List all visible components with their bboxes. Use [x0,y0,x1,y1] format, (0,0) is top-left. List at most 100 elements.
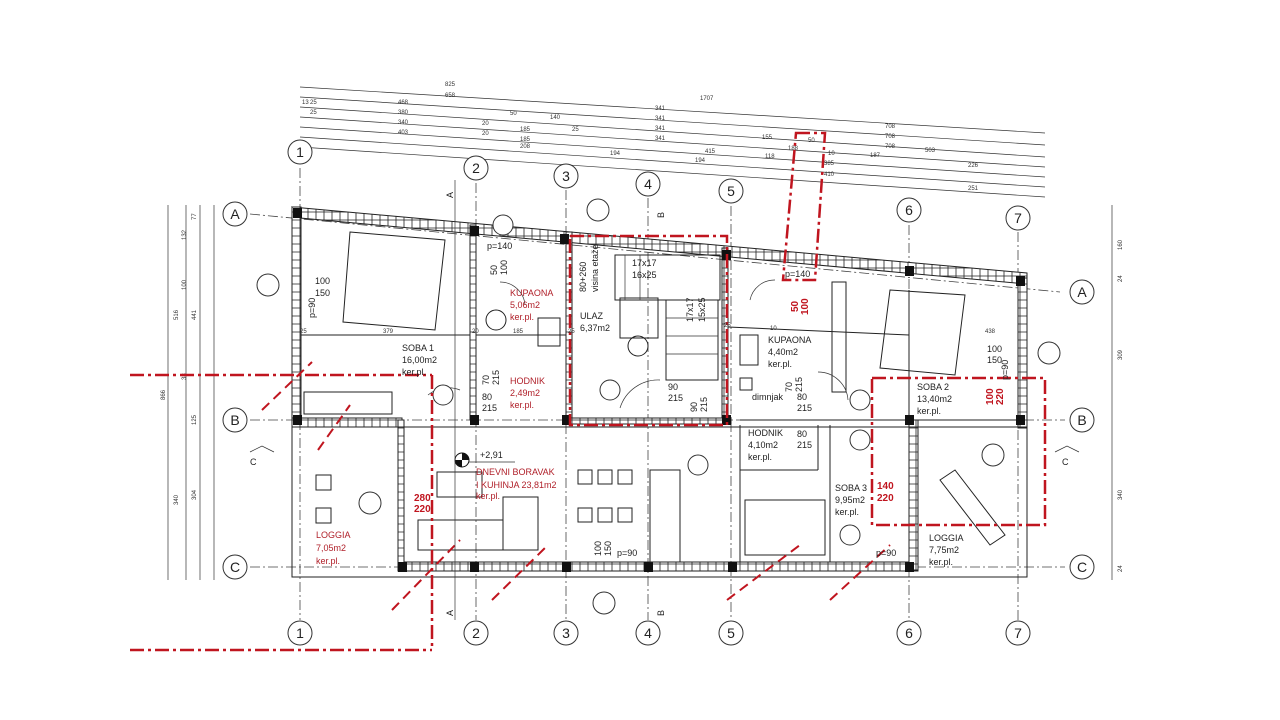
stair-label: 17x17 [632,258,657,268]
plan-drawing-mark [299,136,1046,188]
dim-label: 304 [192,489,198,500]
dim-label: 50 [808,138,815,144]
dim-label: 77 [192,213,198,220]
bathtub-icon [739,334,759,366]
plan-label: 90 [689,402,699,412]
plan-drawing-mark [908,419,919,571]
plan-label: 150 [315,288,330,298]
dim-label: 503 [925,148,936,154]
plan-label: A [1077,284,1087,300]
plan-drawing-mark [635,620,661,646]
plan-drawing-mark [577,469,593,485]
dim-label: 380 [398,110,409,116]
dim-label: 341 [655,106,666,112]
plan-label: 3 [562,168,570,184]
furniture [303,231,1006,563]
axis-6-top: 6 [896,197,922,223]
dim-label: 140 [550,115,561,121]
dim-label: 415 [705,149,716,155]
stair-label: 17x17 [685,297,695,322]
plan-drawing-mark [398,562,407,572]
plan-label: 4,10m2 [748,440,778,450]
dim-label: 20 [482,121,489,127]
plan-drawing-mark [1005,205,1031,231]
dim-label: 516 [174,309,180,320]
plan-drawing-mark [299,126,1046,178]
plan-label: 379 [383,329,394,335]
plan-label: ker.pl. [917,406,941,416]
dim-label: 24 [1118,565,1124,572]
floor-height-label: 80+260 [578,262,588,292]
dim-label: 185 [520,137,531,143]
top-dimension-lines [299,86,1046,198]
dim-label: 20 [482,131,489,137]
plan-label: I KUHINJA 23,81m2 [476,480,557,490]
plan-drawing-mark [565,417,732,425]
plan-drawing-mark [491,544,549,601]
stair-red-box [568,234,729,427]
plan-label: 50 [489,265,499,275]
dim-label: 658 [445,93,456,99]
plan-drawing-mark [577,507,593,523]
plan-drawing-mark [597,507,613,523]
section-C-left: C [250,457,257,467]
plan-label: p=140 [785,269,810,279]
chimney-label: dimnjak [752,392,784,402]
plan-drawing-mark [553,163,579,189]
plan-drawing-mark [470,562,479,572]
plan-label: 215 [668,393,683,403]
dim-label: 708 [885,124,896,130]
dim-label: 25 [310,100,317,106]
inner-dimensions: 379 185 438 25 25 20 25 10 [300,323,996,335]
plan-label: 220 [414,504,431,515]
kitchen-counter-icon [649,469,681,563]
plan-label: 100 [315,276,330,286]
plan-label: SOBA 1 [402,343,434,353]
plan-drawing-mark [905,562,914,572]
dim-label: 185 [520,127,531,133]
plan-label: LOGGIA [316,530,351,540]
plan-drawing-mark [597,469,613,485]
plan-label: 140 [877,481,894,492]
plan-label: ker.pl. [929,557,953,567]
plan-label: C [230,559,240,575]
plan-label: 70 [481,375,491,385]
section-markers: A A B B C C [249,180,1080,620]
dim-label: 194 [610,151,621,157]
dim-label: 708 [885,144,896,150]
plan-label: 6 [905,202,913,218]
plan-label: 25 [300,329,307,335]
chair-icon [315,507,332,524]
plan-label: 3 [562,625,570,641]
dim-label: 155 [762,135,773,141]
dim-label: 25 [572,127,579,133]
plan-label: 25 [568,329,575,335]
plan-label: ker.pl. [510,312,534,322]
plan-drawing-mark [635,171,661,197]
plan-drawing-mark [291,417,403,428]
dim-label: 194 [695,158,706,164]
plan-label: 2,49m2 [510,388,540,398]
dim-label: 441 [192,309,198,320]
dim-label: 160 [1118,239,1124,250]
lounger-icon [939,469,1006,546]
plan-label: 9,95m2 [835,495,865,505]
axis-5-top: 5 [718,178,744,204]
plan-drawing-mark [299,146,1046,198]
plan-drawing-mark [727,326,910,336]
axis-5-bottom: 5 [718,620,744,646]
plan-label: SOBA 2 [917,382,949,392]
plan-drawing-mark [599,379,621,401]
sofa-icon [502,496,539,551]
axis-2-top: 2 [463,155,489,181]
plan-label: 438 [985,329,996,335]
dim-label: 708 [885,134,896,140]
